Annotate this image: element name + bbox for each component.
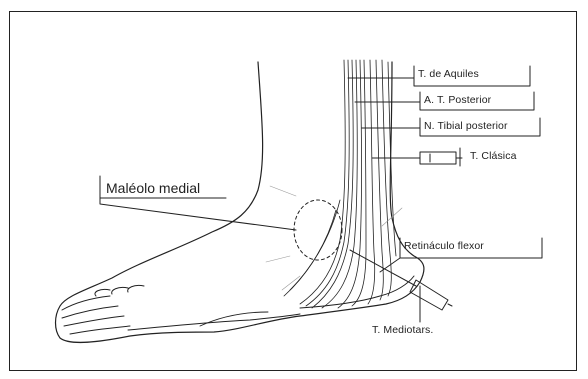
label-medial-malleolus: Maléolo medial	[106, 180, 200, 196]
label-achilles-tendon: T. de Aquiles	[418, 68, 479, 80]
label-posterior-tibial-artery: A. T. Posterior	[424, 94, 491, 106]
label-posterior-tibial-nerve: N. Tibial posterior	[424, 120, 508, 132]
toes	[62, 285, 144, 334]
malleolus-circle	[294, 200, 342, 260]
label-classic-technique: T. Clásica	[470, 150, 517, 162]
needle-classic	[372, 152, 462, 164]
label-midtarsal-technique: T. Mediotars.	[372, 324, 433, 336]
label-connectors	[100, 78, 420, 322]
needle-retinaculum	[350, 250, 452, 310]
sole-line	[128, 314, 300, 330]
tendon-bundle	[284, 60, 396, 308]
label-flexor-retinaculum: Retináculo flexor	[404, 240, 484, 252]
foot-outline	[56, 62, 424, 342]
